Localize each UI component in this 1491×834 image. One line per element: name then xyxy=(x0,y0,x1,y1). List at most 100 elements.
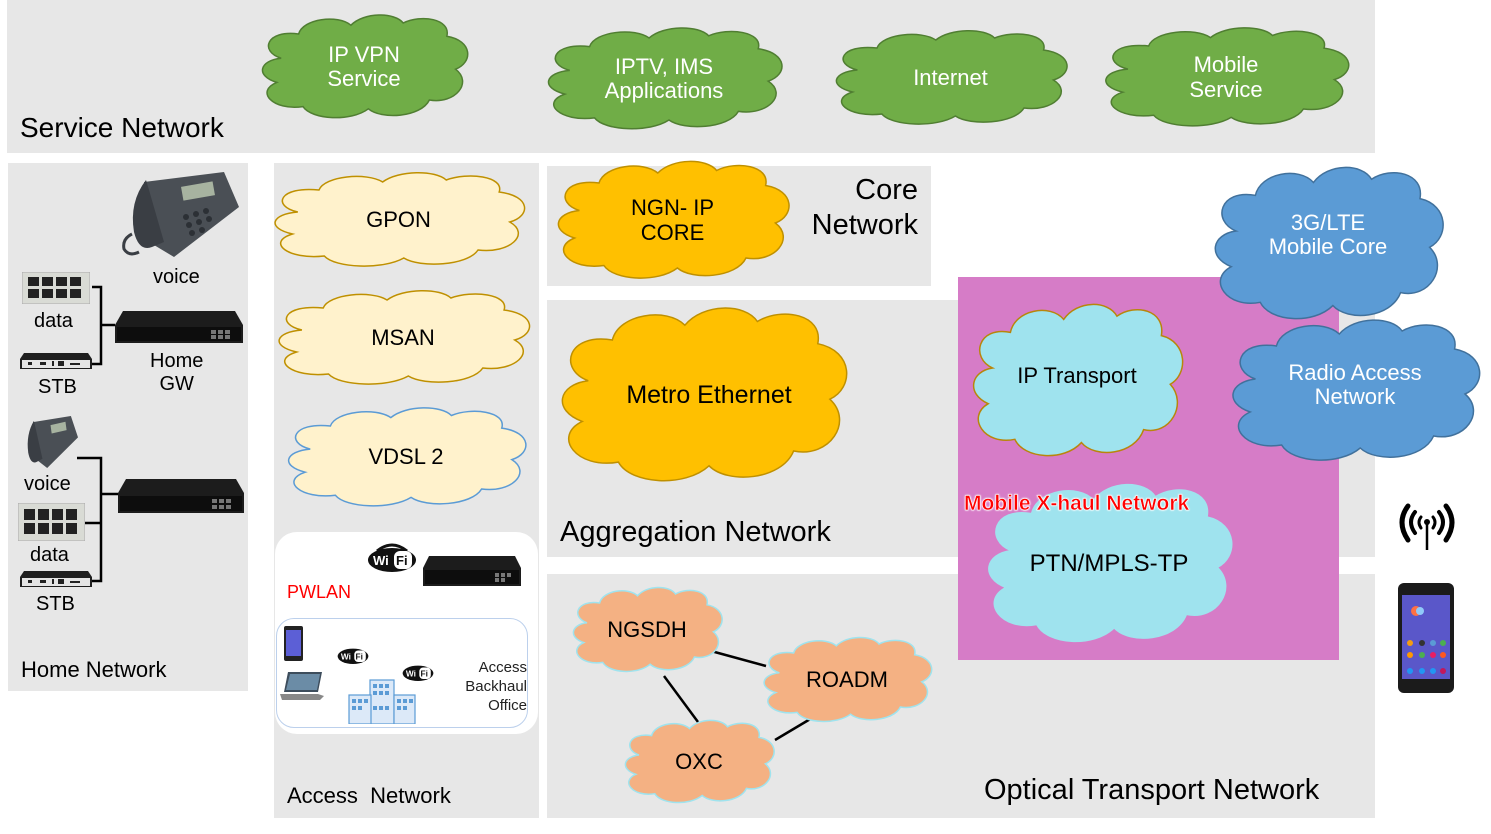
cloud-label: Metro Ethernet xyxy=(626,380,792,409)
access-network-label: Access Network xyxy=(287,783,451,808)
cloud-shape xyxy=(980,480,1238,648)
desk-phone-icon xyxy=(104,172,239,262)
cloud-ip-transport: IP Transport xyxy=(966,300,1188,462)
cloud-outline xyxy=(764,637,932,721)
cloud-shape xyxy=(620,718,778,806)
cloud-outline xyxy=(262,15,467,118)
service-network-label: Service Network xyxy=(20,112,224,143)
cloud-label: Radio Access Network xyxy=(1288,359,1422,409)
data-label: data xyxy=(30,544,69,566)
office-building-icon xyxy=(348,678,416,725)
cloud-ip-vpn-service: IP VPN Service xyxy=(255,12,473,122)
cloud-outline xyxy=(625,720,774,802)
cloud-label: IPTV, IMS Applications xyxy=(604,53,724,103)
cloud-shape xyxy=(1097,25,1355,130)
cloud-label: NGN- IP CORE xyxy=(630,195,715,245)
cloud-mobile-service: Mobile Service xyxy=(1097,25,1355,130)
cloud-shape xyxy=(270,288,536,388)
access-backhaul-office-label: Access Backhaul Office xyxy=(465,659,527,714)
stb-label: STB xyxy=(36,593,75,615)
aggregation-network-label: Aggregation Network xyxy=(560,516,831,548)
cloud-outline xyxy=(836,31,1067,124)
cloud-label: ROADM xyxy=(806,666,888,692)
cloud-ptn-mpls-tp: PTN/MPLS-TP xyxy=(980,480,1238,648)
cloud-gpon: GPON xyxy=(266,170,531,270)
pwlan-label: PWLAN xyxy=(287,582,352,602)
cloud-label: VDSL 2 xyxy=(368,444,444,470)
cloud-label: MSAN xyxy=(371,324,435,350)
ethernet-ports-icon xyxy=(21,271,91,305)
ethernet-ports-icon xyxy=(17,502,86,542)
cloud-outline xyxy=(573,587,722,671)
home-gw-label: Home GW xyxy=(150,350,204,395)
stb-label: STB xyxy=(38,376,77,398)
cloud-vdsl2: VDSL 2 xyxy=(280,405,532,510)
cloud-shape xyxy=(266,170,531,270)
cloud-shape xyxy=(1207,163,1449,325)
cloud-ngn-ip-core: NGN- IP CORE xyxy=(550,158,795,283)
cloud-shape xyxy=(280,405,532,510)
cloud-metro-ethernet: Metro Ethernet xyxy=(552,303,854,488)
cloud-outline xyxy=(548,28,781,129)
svg-text:Wi: Wi xyxy=(341,651,351,661)
home-wiring xyxy=(77,285,118,583)
cloud-label: 3G/LTE Mobile Core xyxy=(1268,209,1388,259)
data-label: data xyxy=(34,310,73,332)
smartphone-icon xyxy=(284,626,303,661)
cloud-label: IP Transport xyxy=(1017,362,1137,388)
home-gateway-icon xyxy=(118,479,244,513)
cloud-outline xyxy=(562,308,846,481)
desk-phone-icon xyxy=(14,416,78,471)
wifi-badge-icon: Wi Fi xyxy=(367,543,417,573)
cloud-label: OXC xyxy=(675,748,723,774)
cloud-outline xyxy=(989,485,1232,642)
mobile-xhaul-label: Mobile X-haul Network xyxy=(964,492,1190,516)
cloud-shape xyxy=(758,635,936,725)
cloud-outline xyxy=(275,173,524,266)
svg-text:Fi: Fi xyxy=(396,553,408,568)
home-network-label: Home Network xyxy=(21,657,167,682)
cloud-internet: Internet xyxy=(828,28,1073,128)
home-gateway-icon xyxy=(115,311,243,343)
cloud-ngsdh: NGSDH xyxy=(568,585,726,675)
core-network-label: Core Network xyxy=(811,174,918,241)
cloud-label: PTN/MPLS-TP xyxy=(1029,549,1189,577)
svg-text:Wi: Wi xyxy=(373,553,389,568)
svg-text:Wi: Wi xyxy=(406,668,416,678)
svg-text:Fi: Fi xyxy=(421,668,428,678)
voice-label: voice xyxy=(153,266,200,288)
cloud-msan: MSAN xyxy=(270,288,536,388)
cloud-outline xyxy=(558,161,789,278)
cloud-oxc: OXC xyxy=(620,718,778,806)
svg-text:Fi: Fi xyxy=(356,651,363,661)
cloud-shape xyxy=(540,25,788,133)
access-point-router-icon xyxy=(423,556,521,586)
laptop-icon xyxy=(280,672,324,700)
cloud-shape xyxy=(550,158,795,283)
cloud-3g-lte-mobile-core: 3G/LTE Mobile Core xyxy=(1207,163,1449,325)
set-top-box-icon xyxy=(20,353,92,369)
cloud-outline xyxy=(1215,167,1443,318)
cloud-label: Mobile Service xyxy=(1189,52,1263,102)
cloud-shape xyxy=(255,12,473,122)
cloud-outline xyxy=(279,291,529,384)
cloud-label: GPON xyxy=(366,206,431,232)
cloud-outline xyxy=(289,408,526,506)
cloud-label: Internet xyxy=(913,64,988,90)
cloud-outline xyxy=(974,304,1183,455)
cloud-shape xyxy=(966,300,1188,462)
optical-transport-network-label: Optical Transport Network xyxy=(984,774,1320,806)
cloud-shape xyxy=(1224,316,1486,466)
cloud-iptv-ims: IPTV, IMS Applications xyxy=(540,25,788,133)
cloud-shape xyxy=(552,303,854,488)
wifi-badge-icon: Wi Fi xyxy=(402,662,434,682)
smartphone-icon xyxy=(1398,583,1454,693)
cell-tower-signal-icon xyxy=(1396,500,1458,552)
cloud-roadm: ROADM xyxy=(758,635,936,725)
set-top-box-icon xyxy=(20,571,92,587)
cloud-outline xyxy=(1233,320,1480,460)
wifi-badge-icon: Wi Fi xyxy=(337,645,369,665)
cloud-radio-access-network: Radio Access Network xyxy=(1224,316,1486,466)
cloud-outline xyxy=(1106,28,1349,126)
voice-label: voice xyxy=(24,473,71,495)
